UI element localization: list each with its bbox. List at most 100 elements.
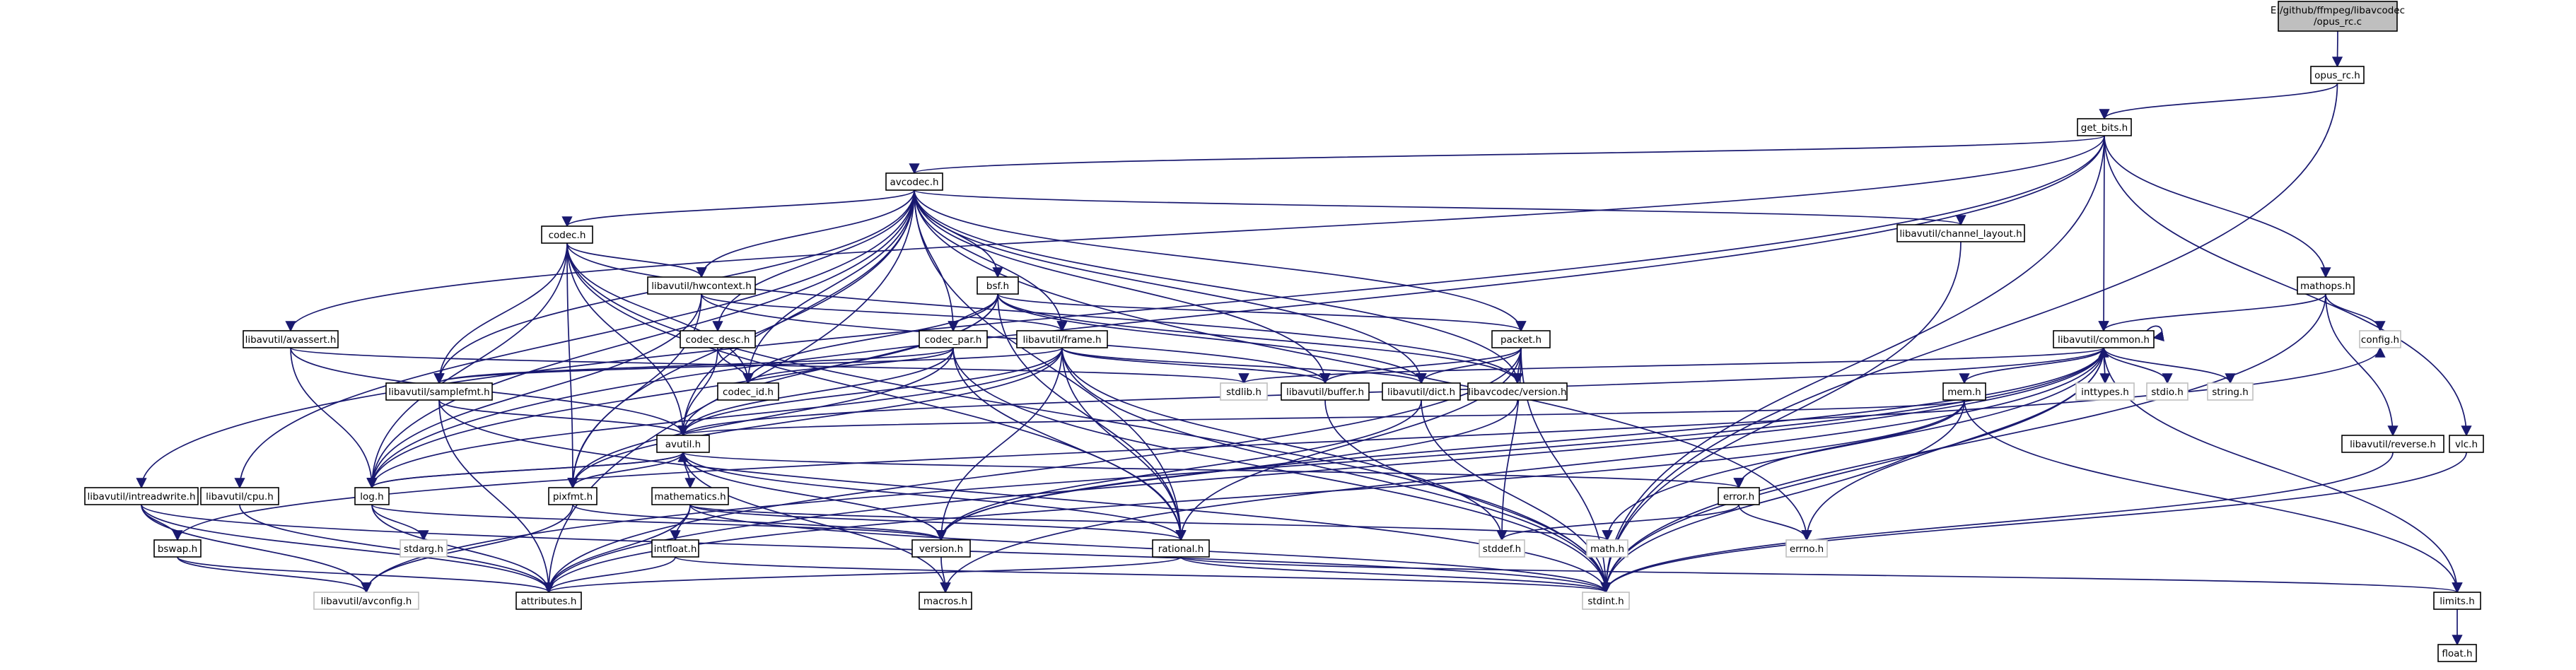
edge-common-to-macros [940,347,2104,594]
node-label: libavutil/reverse.h [2350,439,2436,450]
edge-avutil-to-version [682,452,947,541]
node-codec_desc[interactable]: codec_desc.h [680,330,756,348]
edge-bsf-to-dict [997,293,1427,384]
edge-mathematics-to-rational [689,504,1187,541]
edge-frame-to-version [936,347,1063,541]
edge-mathops-to-config [2325,293,2386,332]
node-label: codec.h [549,230,586,241]
node-box [2278,1,2398,32]
edge-bsf-to-rational [997,293,1187,541]
node-box [2433,592,2481,610]
node-pixfmt[interactable]: pixfmt.h [548,487,598,505]
edge-error-to-errno [1738,504,1812,541]
edge-common-to-attributes [543,347,2104,594]
edge-get_bits-to-avassert [285,135,2105,332]
node-box [1718,487,1760,505]
node-label: intfloat.h [654,543,697,555]
node-box [385,382,493,401]
node-label: bsf.h [986,281,1009,292]
node-label: vlc.h [2455,439,2478,450]
node-label: libavutil/avconfig.h [321,596,412,607]
edge-codec-to-log [366,242,568,489]
node-dict[interactable]: libavutil/dict.h [1382,382,1461,401]
node-label: stdio.h [2151,387,2184,398]
node-label: opus_rc.h [2314,70,2360,81]
node-error[interactable]: error.h [1718,487,1760,505]
edge-bsf-to-packet [997,293,1527,332]
node-label: libavutil/hwcontext.h [651,281,752,292]
edge-avcodec-to-packet [914,189,1527,332]
edge-pixfmt-to-avconfig [361,504,573,594]
edge-packet-to-buffer [1319,347,1522,384]
node-packet[interactable]: packet.h [1491,330,1551,348]
node-get_bits[interactable]: get_bits.h [2077,118,2132,136]
edge-codec-to-avutil [566,242,689,437]
edge-frame-to-buffer [1061,347,1331,384]
edge-pixfmt-to-version [572,504,947,541]
node-box [1785,539,1828,558]
node-mem[interactable]: mem.h [1942,382,1986,401]
node-avconfig: libavutil/avconfig.h [313,592,419,610]
node-codec[interactable]: codec.h [541,225,593,244]
edge-reverse-to-stdint [1600,452,2394,594]
edge-codec-to-pixfmt [566,242,578,489]
node-log[interactable]: log.h [354,487,390,505]
node-box [2297,276,2355,295]
node-common[interactable]: libavutil/common.h [2053,330,2155,348]
node-bsf[interactable]: bsf.h [977,276,1019,295]
node-macros[interactable]: macros.h [919,592,972,610]
node-root[interactable]: E:/github/ffmpeg/libavcodec/opus_rc.c [2271,1,2405,32]
edge-common-to-string [2103,347,2236,384]
node-attributes[interactable]: attributes.h [515,592,582,610]
node-samplefmt[interactable]: libavutil/samplefmt.h [385,382,493,401]
node-box [919,330,988,348]
edge-samplefmt-to-stdint [438,399,1612,594]
edge-get_bits-to-intreadwrite [136,135,2105,489]
node-label: /opus_rc.c [2314,16,2362,28]
node-float[interactable]: float.h [2437,644,2477,662]
node-buffer[interactable]: libavutil/buffer.h [1281,382,1370,401]
node-limits[interactable]: limits.h [2433,592,2481,610]
node-channel_layout[interactable]: libavutil/channel_layout.h [1896,224,2025,242]
node-box [200,487,279,505]
node-vlc[interactable]: vlc.h [2449,435,2484,453]
edge-avcodec-to-codec_desc [712,189,915,332]
node-box [548,487,598,505]
node-frame[interactable]: libavutil/frame.h [1016,330,1108,348]
node-box [2077,118,2132,136]
node-codec_par[interactable]: codec_par.h [919,330,988,348]
edge-log-to-stdarg [371,504,429,541]
node-avc_version[interactable]: libavcodec/version.h [1467,382,1568,401]
edge-frame-to-pixfmt [567,347,1063,489]
edge-get_bits-to-mathops [2104,135,2331,278]
edge-avcodec-to-rational [914,189,1187,541]
node-label: stdint.h [1587,596,1624,607]
node-hwcontext[interactable]: libavutil/hwcontext.h [647,276,756,295]
node-version[interactable]: version.h [911,539,971,558]
node-config: config.h [2359,330,2401,348]
edge-vlc-to-stdint [1600,452,2467,594]
node-avcodec[interactable]: avcodec.h [885,172,943,191]
node-reverse[interactable]: libavutil/reverse.h [2341,435,2444,453]
node-avutil[interactable]: avutil.h [656,435,710,453]
node-bswap[interactable]: bswap.h [153,539,202,558]
node-cpu[interactable]: libavutil/cpu.h [200,487,279,505]
node-label: config.h [2361,334,2399,346]
node-intfloat[interactable]: intfloat.h [651,539,699,558]
node-avassert[interactable]: libavutil/avassert.h [243,330,339,348]
node-intreadwrite[interactable]: libavutil/intreadwrite.h [84,487,199,505]
node-label: codec_desc.h [686,334,750,346]
node-codec_id[interactable]: codec_id.h [717,382,779,401]
edge-get_bits-to-stdint [1600,135,2105,594]
node-stdarg: stdarg.h [400,539,448,558]
edge-mathops-to-reverse [2325,293,2399,437]
edge-mathops-to-common [2098,293,2326,332]
node-rational[interactable]: rational.h [1152,539,1210,558]
node-opus_rc[interactable]: opus_rc.h [2310,66,2365,84]
node-mathops[interactable]: mathops.h [2297,276,2355,295]
edge-intreadwrite-to-stdint [141,504,1612,594]
node-label: libavutil/cpu.h [206,491,274,502]
node-inttypes: inttypes.h [2075,382,2135,401]
node-box [1467,382,1568,401]
node-mathematics[interactable]: mathematics.h [651,487,729,505]
